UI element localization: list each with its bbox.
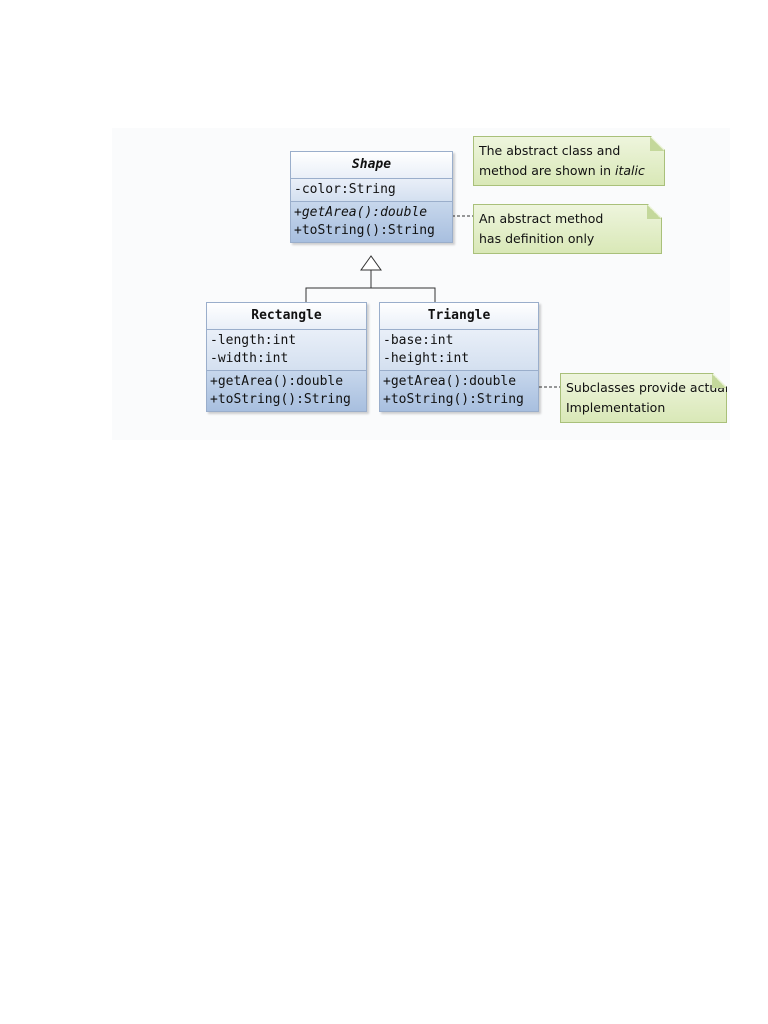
class-attributes: -base:int -height:int xyxy=(380,330,538,371)
class-methods: +getArea():double +toString():String xyxy=(207,371,366,411)
class-name: Shape xyxy=(291,152,452,179)
class-triangle: Triangle -base:int -height:int +getArea(… xyxy=(379,302,539,412)
note-text: An abstract method xyxy=(479,211,604,226)
note-abstract-class: The abstract class and method are shown … xyxy=(473,136,665,186)
class-attributes: -length:int -width:int xyxy=(207,330,366,371)
class-rectangle: Rectangle -length:int -width:int +getAre… xyxy=(206,302,367,412)
note-text: method are shown in italic xyxy=(479,161,659,181)
attribute: -color:String xyxy=(294,182,396,197)
method: +getArea():double xyxy=(210,374,344,389)
note-text: Subclasses provide actual xyxy=(566,380,729,395)
note-text-italic: italic xyxy=(615,163,645,178)
inheritance-connector xyxy=(305,270,436,302)
class-methods: +getArea():double +toString():String xyxy=(291,202,452,242)
class-shape: Shape -color:String +getArea():double +t… xyxy=(290,151,453,243)
note-text: has definition only xyxy=(479,231,595,246)
attribute: -base:int xyxy=(383,333,454,348)
attribute: -length:int xyxy=(210,333,297,348)
note-text-plain: method are shown in xyxy=(479,163,616,178)
inheritance-arrowhead xyxy=(360,255,382,271)
note-text: Implementation xyxy=(566,400,666,415)
attribute: -width:int xyxy=(210,351,289,366)
note-text: The abstract class and xyxy=(479,143,621,158)
method: +toString():String xyxy=(294,223,435,238)
class-attributes: -color:String xyxy=(291,179,452,202)
class-name: Triangle xyxy=(380,303,538,330)
attribute: -height:int xyxy=(383,351,470,366)
method: +toString():String xyxy=(210,392,351,407)
method: +getArea():double xyxy=(383,374,517,389)
class-name: Rectangle xyxy=(207,303,366,330)
note-abstract-method: An abstract method has definition only xyxy=(473,204,662,254)
method: +toString():String xyxy=(383,392,524,407)
abstract-method: +getArea():double xyxy=(294,205,428,220)
note-subclasses: Subclasses provide actual Implementation xyxy=(560,373,727,423)
class-methods: +getArea():double +toString():String xyxy=(380,371,538,411)
